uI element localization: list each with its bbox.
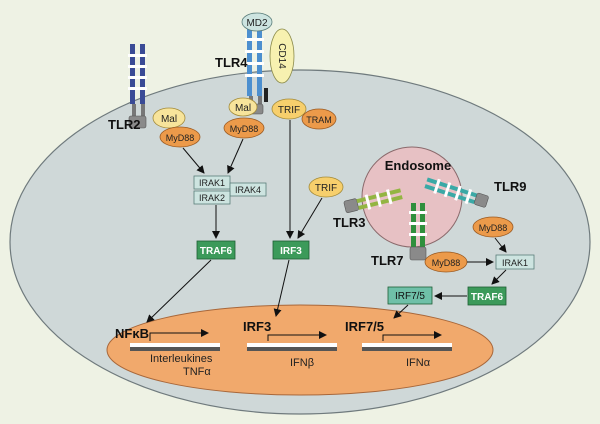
trif-tlr4-label: TRIF [278, 105, 300, 116]
irf3-nuclear-label: IRF3 [243, 319, 271, 334]
interleukines-label: Interleukines [150, 353, 213, 365]
tlr3-receptor [343, 188, 403, 213]
tram-label: TRAM [306, 115, 332, 125]
myd88-tlr9 [472, 216, 514, 238]
irf75-label: IRF7/5 [395, 291, 425, 302]
tlr2-receptor [128, 44, 147, 129]
irak4-box [229, 182, 267, 197]
trif-tlr4 [271, 98, 307, 120]
signaling-arrows [146, 120, 507, 323]
trif-tlr3-label: TRIF [315, 183, 337, 194]
irf75-nuclear-label: IRF7/5 [345, 319, 384, 334]
gene-ifna [362, 331, 452, 351]
tlr4-label: TLR4 [215, 55, 248, 70]
nfkb-label: NFκB [115, 326, 149, 341]
tlr9-receptor [424, 177, 489, 208]
irak1-right-box [495, 254, 535, 270]
mal-left-label: Mal [161, 114, 177, 125]
traf6-left-label: TRAF6 [200, 246, 233, 257]
myd88-tlr9-label: MyD88 [479, 223, 508, 233]
cd14-label: CD14 [276, 43, 287, 69]
mal-right [228, 97, 258, 117]
cd14 [269, 28, 295, 84]
irak1-right-label: IRAK1 [502, 258, 528, 268]
tnfa-label: TNFα [183, 366, 211, 378]
tlr7-label: TLR7 [371, 253, 404, 268]
mal-right-label: Mal [235, 103, 251, 114]
md2-label: MD2 [246, 18, 268, 29]
myd88-right-label: MyD88 [230, 124, 259, 134]
gene-ifnb [247, 331, 337, 351]
tlr9-label: TLR9 [494, 179, 527, 194]
myd88-left [159, 126, 201, 148]
irak2-label: IRAK2 [199, 193, 225, 203]
traf6-right-label: TRAF6 [471, 292, 504, 303]
ifnb-label: IFNβ [290, 357, 314, 369]
ifna-label: IFNα [406, 357, 431, 369]
irak2-box [193, 190, 231, 205]
irf3-box [272, 240, 310, 260]
md2 [241, 12, 273, 32]
endosome-label: Endosome [385, 158, 451, 173]
tlr2-label: TLR2 [108, 117, 141, 132]
irak1-label: IRAK1 [199, 178, 225, 188]
irf75-box [387, 286, 433, 305]
irf3-label: IRF3 [280, 246, 302, 257]
myd88-tlr7-label: MyD88 [432, 258, 461, 268]
tram [301, 108, 337, 130]
traf6-left-box [196, 240, 236, 260]
gene-nfkb [130, 329, 220, 351]
irak1-box [193, 175, 231, 190]
irak4-label: IRAK4 [235, 185, 261, 195]
myd88-right [223, 117, 265, 139]
traf6-right-box [467, 286, 507, 306]
myd88-left-label: MyD88 [166, 133, 195, 143]
tlr3-label: TLR3 [333, 215, 366, 230]
mal-left [152, 107, 186, 129]
tlr7-receptor [409, 203, 427, 261]
trif-tlr3 [308, 176, 344, 198]
